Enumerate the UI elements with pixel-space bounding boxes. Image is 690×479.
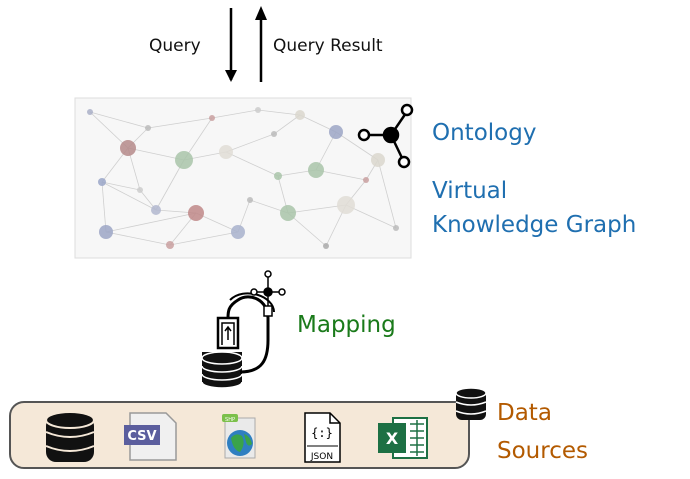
graph-node (247, 197, 253, 203)
graph-edge (169, 231, 239, 246)
graph-node (295, 110, 305, 120)
graph-node (188, 205, 204, 221)
graph-edge (225, 133, 275, 153)
graph-node (231, 225, 245, 239)
graph-node (137, 187, 143, 193)
graph-edge (377, 159, 397, 229)
database-icon-small (201, 351, 243, 389)
graph-edge (89, 111, 149, 129)
mapping-icon (201, 270, 286, 389)
graph-node (280, 205, 296, 221)
query-result-label: Query Result (273, 36, 383, 56)
graph-edge (225, 151, 279, 177)
graph-node (209, 115, 215, 121)
data-sources-database-icon (455, 387, 487, 420)
graph-edge (287, 212, 327, 247)
csv-file-icon: CSV (124, 412, 177, 461)
virtual-kg-label-line1: Virtual (432, 178, 508, 204)
graph-edge (315, 169, 367, 181)
graph-edge (101, 181, 141, 191)
graph-node (337, 196, 355, 214)
graph-edge (105, 231, 171, 246)
graph-edge (105, 212, 197, 233)
graph-node (308, 162, 324, 178)
shapefile-icon: SHP (222, 414, 256, 459)
graph-node (166, 241, 174, 249)
graph-edge (101, 181, 107, 233)
ontology-label: Ontology (432, 120, 537, 146)
graph-edge (257, 109, 301, 116)
shp-label: SHP (225, 417, 235, 423)
mini-ontology-icon (250, 270, 286, 317)
graph-node (329, 125, 343, 139)
query-arrowhead (225, 70, 237, 82)
graph-node (363, 177, 369, 183)
data-sources-label-line1: Data (497, 400, 552, 426)
graph-node (99, 225, 113, 239)
knowledge-graph-panel (74, 97, 412, 259)
graph-node (271, 131, 277, 137)
graph-node (255, 107, 261, 113)
excel-label: X (386, 429, 399, 448)
graph-nodes (87, 107, 399, 249)
graph-edge (345, 204, 397, 229)
graph-edge (155, 159, 185, 211)
graph-edge (335, 131, 379, 161)
data-sources-label-line2: Sources (497, 438, 588, 464)
graph-edge (287, 204, 347, 214)
virtual-kg-label-line2: Knowledge Graph (432, 212, 637, 238)
excel-file-icon: X (378, 417, 428, 459)
graph-edge (101, 181, 157, 211)
graph-node (393, 225, 399, 231)
graph-edge (89, 111, 129, 149)
mapping-label: Mapping (297, 312, 396, 338)
csv-label: CSV (127, 429, 156, 444)
graph-node (151, 205, 161, 215)
graph-edge (211, 109, 259, 119)
graph-edge (147, 117, 213, 129)
graph-node (145, 125, 151, 131)
graph-node (371, 153, 385, 167)
json-braces: {:} (311, 426, 333, 440)
query-label: Query (149, 36, 201, 56)
graph-node (219, 145, 233, 159)
graph-node (323, 243, 329, 249)
ontology-icon (357, 103, 414, 169)
json-label: JSON (310, 452, 333, 462)
database-icon (45, 411, 95, 462)
query-result-arrowhead (255, 6, 267, 20)
graph-node (175, 151, 193, 169)
graph-node (87, 109, 93, 115)
graph-node (120, 140, 136, 156)
graph-edge (127, 147, 185, 161)
graph-node (274, 172, 282, 180)
json-file-icon: {:} JSON (304, 412, 341, 463)
graph-edge (273, 114, 301, 135)
graph-node (98, 178, 106, 186)
